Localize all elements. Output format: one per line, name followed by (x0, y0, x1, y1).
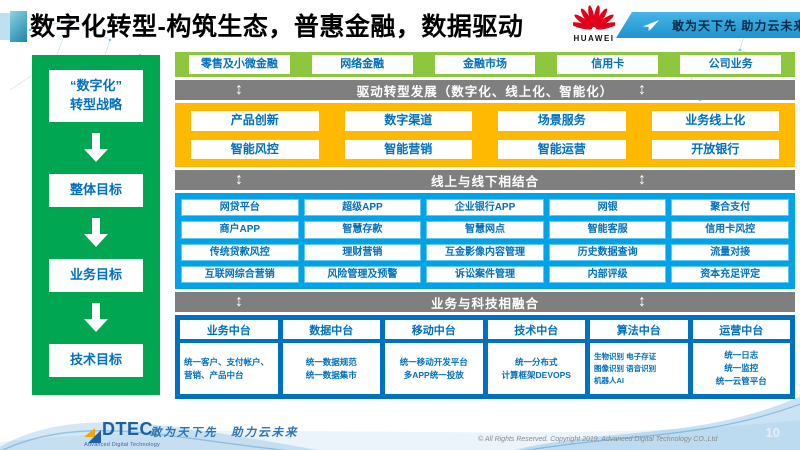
application-cell: 资本充足评定 (671, 265, 789, 283)
platform-column-mobile: 移动中台 统一移动开发平台 多APP统一投放 (385, 320, 483, 394)
platform-column-tech: 技术中台 统一分布式 计算框架DEVOPS (487, 320, 585, 394)
application-cell: 互联网综合营销 (181, 265, 299, 283)
platform-title: 业务中台 (180, 320, 278, 339)
huawei-label: HUAWEI (573, 34, 615, 43)
page-title: 数字化转型-构筑生态，普惠金融，数据驱动 (30, 13, 524, 41)
adtec-logo-text: DTEC (102, 419, 153, 439)
application-cell: 网贷平台 (181, 199, 299, 217)
sidebar-item-overall-goal: 整体目标 (49, 173, 143, 207)
application-cell: 超级APP (303, 199, 422, 217)
platform-column-algorithm: 算法中台 生物识别 电子存证 图像识别 语音识别 机器人AI (590, 320, 688, 394)
banner-drive-transformation-label: 驱动转型发展（数字化、线上化、智能化） (356, 84, 614, 99)
banner-drive-transformation: ↕ 驱动转型发展（数字化、线上化、智能化） ↕ (175, 80, 795, 100)
platform-column-data: 数据中台 统一数据规范 统一数据集市 (282, 320, 380, 394)
transformation-cell: 开放银行 (651, 139, 779, 159)
platform-title: 移动中台 (385, 320, 483, 339)
application-cell: 信用卡风控 (671, 221, 789, 239)
banner-online-offline: ↕ 线上与线下相结合 ↕ (175, 170, 795, 190)
application-cell: 历史数据查询 (548, 243, 667, 261)
title-accent-square-teal (10, 11, 27, 42)
business-line-cell: 金融市场 (434, 55, 536, 74)
application-cell: 商户APP (181, 221, 299, 239)
updown-arrow-icon: ↕ (235, 293, 244, 310)
sidebar-item-digital-strategy: “数字化” 转型战略 (49, 70, 143, 122)
updown-arrow-icon: ↕ (235, 171, 244, 188)
platform-desc: 统一数据规范 统一数据集市 (282, 343, 380, 394)
page-number: 10 (765, 425, 780, 440)
updown-arrow-icon: ↕ (638, 293, 647, 310)
business-lines-row: 零售及小微金融 网络金融 金融市场 信用卡 公司业务 (175, 52, 795, 77)
down-arrow-icon (84, 217, 108, 248)
adtec-logo-subtitle: Advanced Digital Technology (84, 442, 160, 448)
transformation-cell: 数字渠道 (344, 111, 472, 131)
sidebar-item-business-goal: 业务目标 (49, 259, 143, 292)
copyright-text: © All Rights Reserved. Copyright 2019, A… (478, 436, 718, 443)
middle-platform-grid: 业务中台 统一客户、支付帐户、营销、产品中台 数据中台 统一数据规范 统一数据集… (175, 315, 795, 399)
platform-title: 数据中台 (282, 320, 380, 339)
transformation-cell: 智能营销 (344, 139, 472, 159)
transformation-cell: 智能风控 (191, 139, 319, 159)
application-cell: 网银 (548, 199, 667, 217)
application-cell: 聚合支付 (671, 199, 789, 217)
diagram-area: 零售及小微金融 网络金融 金融市场 信用卡 公司业务 ↕ 驱动转型发展（数字化、… (175, 52, 795, 399)
platform-desc: 统一移动开发平台 多APP统一投放 (385, 343, 483, 394)
business-line-cell: 信用卡 (557, 55, 659, 74)
platform-desc: 统一客户、支付帐户、营销、产品中台 (180, 343, 278, 394)
application-cell: 风险管理及预警 (303, 265, 422, 283)
transformation-cell: 业务线上化 (651, 111, 779, 131)
adtec-logo: DTEC Advanced Digital Technology (84, 419, 204, 448)
application-cell: 诉讼案件管理 (426, 265, 544, 283)
application-cell: 流量对接 (671, 243, 789, 261)
transformation-cell: 智能运营 (498, 139, 626, 159)
huawei-logo: HUAWEI (570, 3, 618, 43)
transformation-cell: 场景服务 (498, 111, 626, 131)
banner-business-tech-label: 业务与科技相融合 (430, 296, 539, 311)
huawei-flower-icon (570, 5, 618, 30)
banner-online-offline-label: 线上与线下相结合 (430, 174, 539, 189)
sidebar-item-tech-goal: 技术目标 (49, 344, 143, 377)
header-slogan-banner: 敢为天下先 助力云未来 (616, 12, 800, 38)
adtec-logo-icon (84, 428, 101, 444)
banner-business-tech: ↕ 业务与科技相融合 ↕ (175, 292, 795, 312)
platform-column-operation: 运营中台 统一日志 统一监控 统一云管平台 (692, 320, 790, 394)
title-accent-square (0, 13, 10, 40)
transformation-cell: 产品创新 (191, 111, 319, 131)
down-arrow-icon (84, 132, 108, 163)
business-line-cell: 公司业务 (680, 55, 781, 74)
application-cell: 内部评级 (548, 265, 667, 283)
updown-arrow-icon: ↕ (235, 81, 244, 98)
application-cell: 智慧存款 (303, 221, 422, 239)
down-arrow-icon (84, 303, 108, 333)
transformation-grid: 产品创新 数字渠道 场景服务 业务线上化 智能风控 智能营销 智能运营 开放银行 (175, 103, 795, 167)
platform-column-business: 业务中台 统一客户、支付帐户、营销、产品中台 (180, 320, 278, 394)
platform-desc: 生物识别 电子存证 图像识别 语音识别 机器人AI (590, 343, 688, 394)
platform-title: 运营中台 (692, 320, 790, 339)
strategy-sidebar: “数字化” 转型战略 整体目标 业务目标 技术目标 (32, 55, 160, 395)
platform-title: 算法中台 (590, 320, 688, 339)
application-cell: 互金影像内容管理 (426, 243, 544, 261)
application-cell: 智慧网点 (426, 221, 544, 239)
application-cell: 理财营销 (303, 243, 422, 261)
footer-slogan: 敢为天下先 助力云未来 (150, 427, 299, 439)
paper-plane-icon (642, 19, 660, 32)
platform-desc: 统一分布式 计算框架DEVOPS (487, 343, 585, 394)
business-line-cell: 网络金融 (311, 55, 413, 74)
application-cell: 智能客服 (548, 221, 667, 239)
updown-arrow-icon: ↕ (638, 81, 647, 98)
channel-application-grid: 网贷平台 超级APP 企业银行APP 网银 聚合支付 商户APP 智慧存款 智慧… (175, 193, 795, 289)
application-cell: 企业银行APP (426, 199, 544, 217)
updown-arrow-icon: ↕ (638, 171, 647, 188)
platform-title: 技术中台 (487, 320, 585, 339)
application-cell: 传统贷款风控 (181, 243, 299, 261)
business-line-cell: 零售及小微金融 (189, 55, 290, 74)
header-slogan-text: 敢为天下先 助力云未来 (672, 18, 800, 33)
platform-desc: 统一日志 统一监控 统一云管平台 (692, 343, 790, 394)
